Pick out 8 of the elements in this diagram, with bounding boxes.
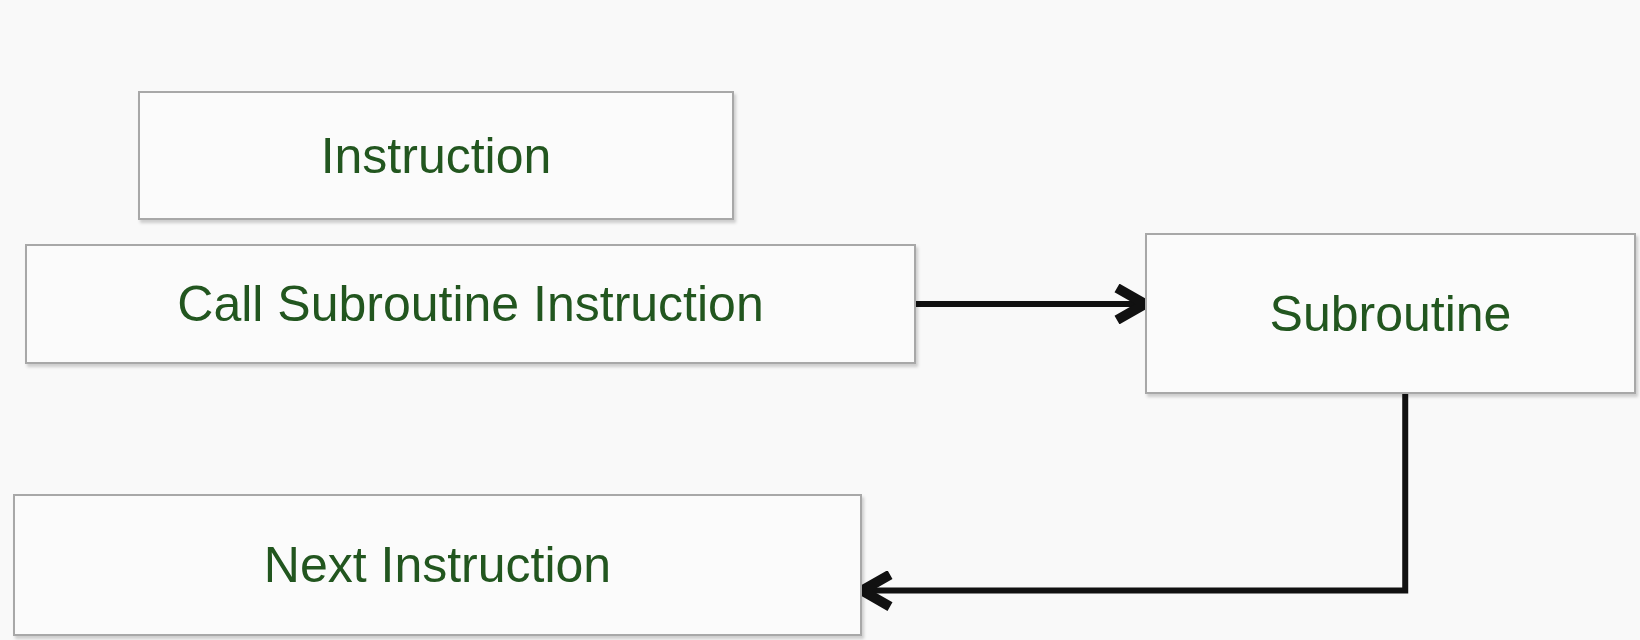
node-label: Instruction: [320, 126, 552, 185]
process-box: [138, 91, 734, 220]
process-box: [1145, 233, 1636, 394]
process-box: [25, 244, 916, 364]
process-box: [13, 494, 862, 636]
node-label: Subroutine: [1269, 284, 1512, 343]
node-label: Call Subroutine Instruction: [177, 275, 764, 333]
node-label: Next Instruction: [263, 536, 612, 594]
